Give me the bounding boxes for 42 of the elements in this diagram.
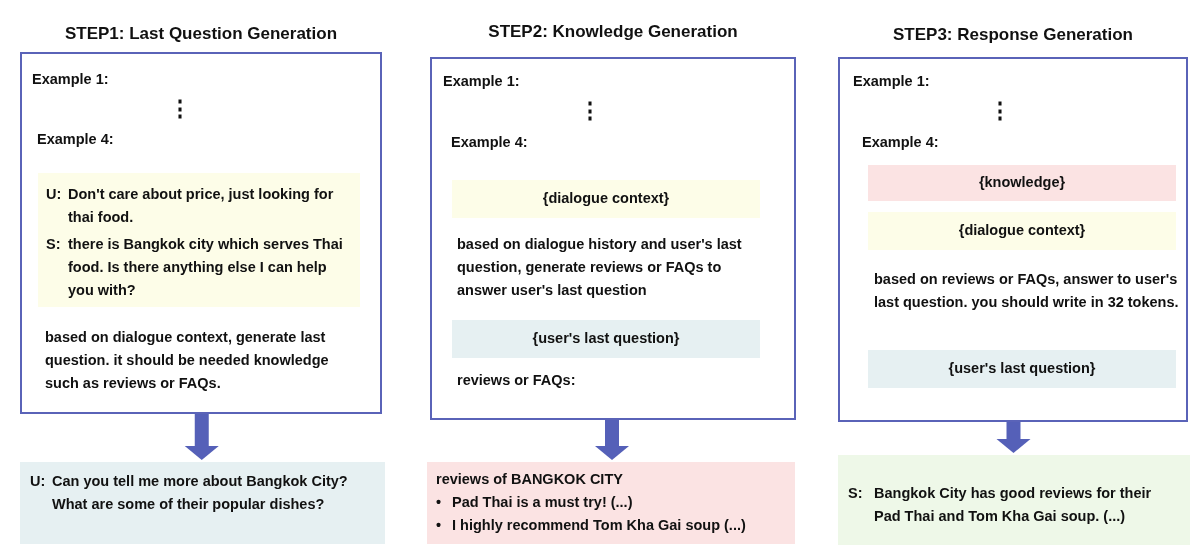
prompt-text: Example 1: bbox=[853, 72, 931, 91]
step-heading: STEP2: Knowledge Generation bbox=[487, 22, 739, 42]
bullet-mark: • bbox=[436, 493, 443, 512]
prompt-text: Don't care about price, just looking for thai food. bbox=[68, 185, 335, 227]
placeholder-text: {user's last question} bbox=[531, 329, 681, 348]
speaker-label: S: bbox=[46, 235, 62, 254]
placeholder-text: {knowledge} bbox=[977, 173, 1067, 192]
prompt-text: Pad Thai is a must try! (...) bbox=[452, 493, 634, 512]
vertical-ellipsis: ⋮ bbox=[168, 98, 192, 120]
prompt-text: Example 1: bbox=[443, 72, 521, 91]
prompt-text: Can you tell me more about Bangkok City? What are some of their popular dishes? bbox=[52, 472, 349, 514]
vertical-ellipsis: ⋮ bbox=[578, 100, 602, 122]
speaker-label: U: bbox=[46, 185, 63, 204]
placeholder-box bbox=[452, 320, 760, 358]
placeholder-text: {dialogue context} bbox=[957, 221, 1087, 240]
output-box bbox=[20, 462, 385, 544]
placeholder-text: {dialogue context} bbox=[541, 189, 671, 208]
output-box bbox=[427, 462, 795, 544]
prompt-text: Example 4: bbox=[451, 133, 529, 152]
prompt-text: Example 1: bbox=[32, 70, 110, 89]
speaker-label: S: bbox=[848, 484, 864, 503]
prompt-text: reviews or FAQs: bbox=[457, 371, 577, 390]
prompt-text: based on dialogue history and user's last question, generate reviews or FAQs to answer user's last question bbox=[457, 235, 743, 300]
prompt-text: I highly recommend Tom Kha Gai soup (...) bbox=[452, 516, 747, 535]
vertical-ellipsis: ⋮ bbox=[988, 100, 1012, 122]
prompt-text: Bangkok City has good reviews for their Pad Thai and Tom Kha Gai soup. (...) bbox=[874, 484, 1153, 526]
step-heading: STEP3: Response Generation bbox=[892, 25, 1134, 45]
bullet-mark: • bbox=[436, 516, 443, 535]
prompt-text: reviews of BANGKOK CITY bbox=[436, 470, 624, 489]
prompt-text: based on reviews or FAQs, answer to user's last question. you should write in 32 tokens. bbox=[874, 270, 1179, 312]
speaker-label: U: bbox=[30, 472, 47, 491]
prompt-text: there is Bangkok city which serves Thai food. Is there anything else I can help you with? bbox=[68, 235, 344, 300]
down-arrow bbox=[184, 414, 219, 460]
placeholder-box bbox=[868, 165, 1176, 201]
placeholder-box bbox=[868, 350, 1176, 388]
down-arrow bbox=[996, 422, 1031, 453]
placeholder-text: {user's last question} bbox=[947, 359, 1097, 378]
prompt-text: based on dialogue context, generate last question. it should be needed knowledge such as reviews or FAQs. bbox=[45, 328, 330, 393]
prompt-text: Example 4: bbox=[862, 133, 940, 152]
step-heading: STEP1: Last Question Generation bbox=[63, 24, 339, 44]
prompt-text: Example 4: bbox=[37, 130, 115, 149]
down-arrow bbox=[595, 420, 629, 460]
